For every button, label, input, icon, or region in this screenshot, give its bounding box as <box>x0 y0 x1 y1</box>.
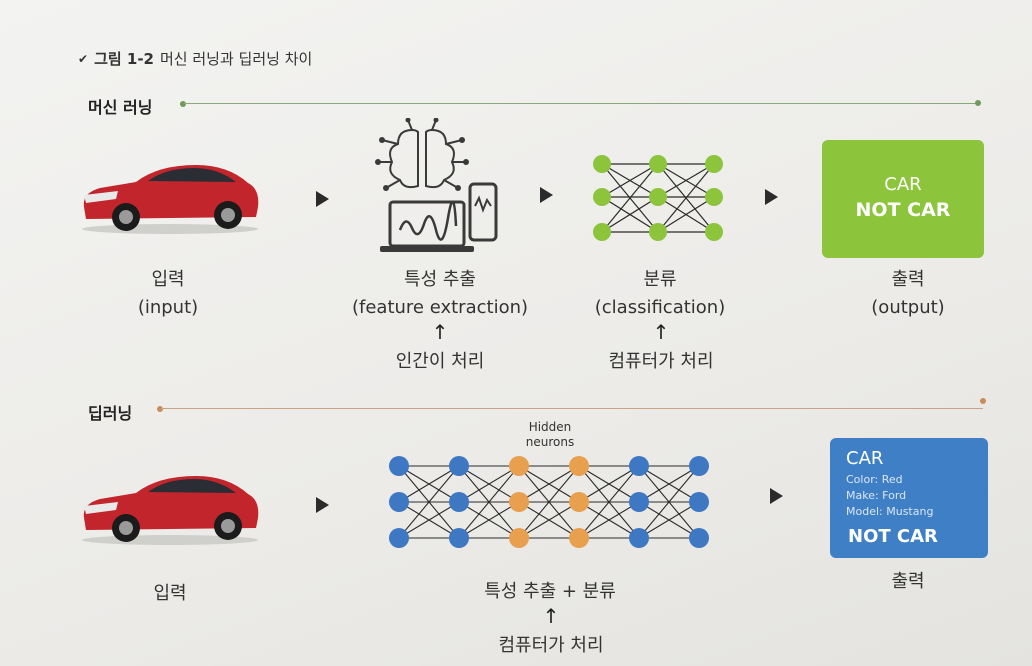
ml-feature-label: 특성 추출 <box>404 269 476 290</box>
dl-process-note: 컴퓨터가 처리 <box>498 635 604 656</box>
neuron-node <box>449 492 469 512</box>
ml-line-start-dot <box>180 101 186 107</box>
ml-arrow-1 <box>316 191 329 207</box>
dl-process-up-arrow: ↑ <box>542 604 560 628</box>
network-edge <box>458 465 520 503</box>
neuron-node <box>629 456 649 476</box>
ml-output-not-car: NOT CAR <box>855 199 951 221</box>
hidden-label-line1: Hidden <box>528 420 572 434</box>
dl-divider <box>161 408 983 409</box>
hidden-neuron-node <box>569 492 589 512</box>
ml-feature-note: 인간이 처리 <box>395 351 485 372</box>
neuron-node <box>449 456 469 476</box>
figure-number: 그림 1-2 <box>94 50 154 68</box>
network-edge <box>638 465 700 539</box>
dl-output-box: CAR Color: Red Make: Ford Model: Mustang… <box>830 438 988 558</box>
figure-caption: ✔ 그림 1-2 머신 러닝과 딥러닝 차이 <box>78 48 312 69</box>
network-edge <box>518 501 580 539</box>
neuron-node <box>689 528 709 548</box>
neuron-node <box>389 528 409 548</box>
figure-title: 머신 러닝과 딥러닝 차이 <box>160 50 313 68</box>
dl-process-label: 특성 추출 + 분류 <box>484 581 616 602</box>
ml-input-sublabel: (input) <box>137 297 199 318</box>
dl-line-end-dot <box>980 398 986 404</box>
dl-car-image <box>82 476 259 545</box>
hidden-neuron-node <box>569 528 589 548</box>
dl-section-title: 딥러닝 <box>88 404 133 423</box>
network-edge <box>458 465 520 539</box>
ml-classify-sublabel: (classification) <box>594 297 726 318</box>
ml-output-box: CAR NOT CAR <box>822 140 984 258</box>
dl-line-start-dot <box>157 406 163 412</box>
dl-output-attributes: Color: Red Make: Ford Model: Mustang <box>846 472 933 520</box>
ml-classification-network <box>593 155 723 241</box>
ml-section-title: 머신 러닝 <box>88 98 153 117</box>
hidden-neuron-node <box>509 492 529 512</box>
neuron-node <box>689 456 709 476</box>
ml-divider <box>184 103 978 104</box>
network-edge <box>458 501 520 539</box>
ml-line-end-dot <box>975 100 981 106</box>
hidden-neurons-label: Hidden neurons <box>500 420 600 450</box>
ml-car-image <box>82 165 259 234</box>
network-edge <box>578 465 640 503</box>
network-edge <box>578 501 640 539</box>
ml-output-car: CAR <box>884 174 922 195</box>
ml-input-label: 입력 <box>151 269 185 290</box>
dl-neural-network <box>389 456 709 548</box>
dl-output-model: Model: Mustang <box>846 505 934 518</box>
neuron-node <box>689 492 709 512</box>
ml-feature-sublabel: (feature extraction) <box>351 297 529 318</box>
network-edge <box>398 465 460 539</box>
neuron-node <box>389 492 409 512</box>
ml-classify-up-arrow: ↑ <box>652 320 670 344</box>
network-edge <box>578 465 640 539</box>
dl-input-label: 입력 <box>153 583 187 604</box>
neuron-node <box>629 528 649 548</box>
dl-arrow-2 <box>770 488 783 504</box>
ml-arrow-3 <box>765 189 778 205</box>
neuron-node <box>629 492 649 512</box>
dl-arrow-1 <box>316 497 329 513</box>
ml-classify-label: 분류 <box>643 269 677 290</box>
network-edge <box>518 465 580 503</box>
dl-output-car: CAR <box>846 448 884 469</box>
dl-output-not-car: NOT CAR <box>848 526 938 547</box>
ml-feature-up-arrow: ↑ <box>431 320 449 344</box>
neuron-node <box>389 456 409 476</box>
ml-output-label: 출력 <box>891 269 925 290</box>
dl-output-make: Make: Ford <box>846 489 907 502</box>
hidden-neuron-node <box>509 528 529 548</box>
hidden-neuron-node <box>509 456 529 476</box>
network-edge <box>638 465 700 503</box>
network-edge <box>638 501 700 539</box>
brain-laptop-icon <box>375 118 498 252</box>
neuron-node <box>449 528 469 548</box>
ml-classify-note: 컴퓨터가 처리 <box>608 351 714 372</box>
dl-output-label: 출력 <box>891 571 925 592</box>
dl-output-color: Color: Red <box>846 473 903 486</box>
hidden-neuron-node <box>569 456 589 476</box>
hidden-label-line2: neurons <box>525 435 575 449</box>
network-edge <box>398 465 460 503</box>
chevron-down-icon: ✔ <box>78 51 89 66</box>
network-edge <box>518 465 580 539</box>
ml-arrow-2 <box>540 187 553 203</box>
ml-output-sublabel: (output) <box>871 297 945 318</box>
network-edge <box>398 501 460 539</box>
